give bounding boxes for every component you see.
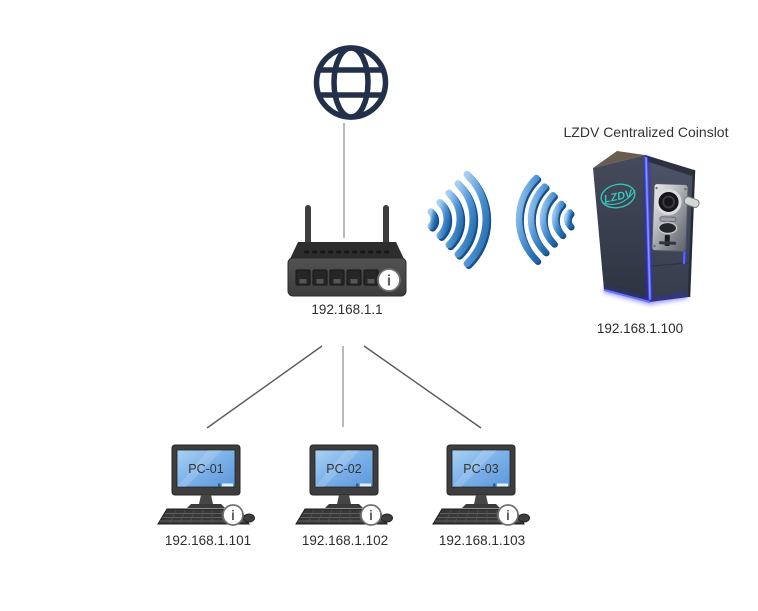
- pc-info-badge[interactable]: i: [497, 504, 519, 526]
- mouse: [381, 513, 393, 523]
- screen-taskbar-tick: [493, 483, 496, 487]
- coinslot-title: LZDV Centralized Coinslot: [563, 124, 729, 140]
- screen-shine: [315, 450, 360, 487]
- wifi-waves-left-icon[interactable]: [412, 165, 502, 273]
- wifi-waves-right-icon[interactable]: [488, 165, 578, 273]
- pc-screen-label: PC-02: [326, 462, 361, 476]
- screen-shine: [177, 450, 222, 487]
- pc-node-02[interactable]: PC-02 i: [294, 444, 394, 530]
- coinslot-left-face: [593, 155, 650, 302]
- monitor-screen: [451, 449, 511, 488]
- globe-icon: [313, 45, 389, 120]
- edge-router-pc01[interactable]: [206, 345, 323, 429]
- info-icon: i: [231, 507, 235, 523]
- coin-return-lever: [683, 196, 700, 208]
- monitor-neck: [337, 495, 351, 504]
- screen-taskbar-tick: [356, 483, 359, 487]
- mouse: [243, 513, 255, 523]
- wifi-arcs: [427, 170, 490, 268]
- coin-slot: [657, 221, 678, 235]
- coinslot-right-edge: [687, 169, 696, 298]
- info-icon: i: [369, 507, 373, 523]
- screen-shine: [452, 450, 497, 487]
- keyboard-cols: [307, 509, 373, 524]
- keyboard-cols: [169, 509, 235, 524]
- router-ports: [295, 269, 379, 286]
- monitor-neck: [199, 495, 213, 504]
- internet-node[interactable]: [309, 42, 393, 124]
- pc-info-badge[interactable]: i: [360, 504, 382, 526]
- coinslot-coin-acceptor: [651, 183, 700, 253]
- pc-node-01[interactable]: PC-01 i: [156, 444, 256, 530]
- coinslot-top-face: [593, 151, 645, 168]
- router-info-badge[interactable]: i: [377, 268, 401, 292]
- pc-ip-label: 192.168.1.102: [301, 533, 389, 548]
- coinslot-front-top-edge: [645, 155, 694, 176]
- monitor-screen: [176, 449, 236, 488]
- pc-ip-label: 192.168.1.101: [164, 533, 252, 548]
- pc-screen-label: PC-01: [188, 462, 223, 476]
- monitor-base: [325, 504, 363, 508]
- monitor-base: [187, 504, 225, 508]
- monitor-neck: [474, 495, 488, 504]
- coin-entry-bezel: [655, 188, 682, 215]
- router-top: [290, 242, 404, 259]
- coinslot-ip-label: 192.168.1.100: [596, 321, 684, 336]
- edge-router-pc03[interactable]: [363, 345, 482, 429]
- wifi-arcs: [515, 174, 573, 264]
- monitor-screen: [314, 449, 374, 488]
- router-node[interactable]: i: [286, 202, 408, 300]
- keyboard-cols: [444, 509, 510, 524]
- coinslot-node[interactable]: LZDV: [588, 144, 700, 316]
- mouse: [518, 513, 530, 523]
- router-antenna-right: [383, 205, 389, 247]
- info-icon: i: [387, 273, 391, 290]
- pc-ip-label: 192.168.1.103: [438, 533, 526, 548]
- router-ip-label: 192.168.1.1: [311, 302, 383, 317]
- router-antenna-left: [305, 205, 311, 247]
- screen-taskbar: [497, 483, 508, 487]
- screen-taskbar: [360, 483, 371, 487]
- info-icon: i: [506, 507, 510, 523]
- pc-info-badge[interactable]: i: [222, 504, 244, 526]
- monitor-base: [462, 504, 500, 508]
- screen-taskbar: [222, 483, 233, 487]
- screen-taskbar-tick: [218, 483, 221, 487]
- pc-node-03[interactable]: PC-03 i: [431, 444, 531, 530]
- pc-screen-label: PC-03: [463, 462, 498, 476]
